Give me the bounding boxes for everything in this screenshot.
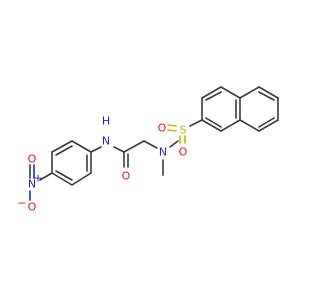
bond [189, 119, 203, 127]
bond [39, 172, 53, 181]
bond [143, 140, 158, 149]
bond [51, 172, 73, 186]
bond-inner [258, 91, 275, 101]
background [0, 0, 300, 300]
bond [239, 119, 260, 132]
bond [258, 86, 279, 99]
bond [167, 129, 177, 132]
sulfur-label: S [180, 124, 187, 137]
bond [71, 172, 92, 186]
nitro-oxygen-top-label: O [28, 153, 37, 166]
bond-inner [55, 170, 73, 181]
nitro-minus-charge: − [17, 197, 26, 210]
structure-canvas: N + O O − H N O N S O O [0, 0, 300, 300]
bond [220, 119, 241, 132]
nitro-plus-charge: + [33, 172, 42, 185]
bond [123, 140, 145, 153]
bond-inner [258, 117, 275, 128]
bond-inner [205, 117, 222, 128]
bond [113, 146, 125, 153]
sulfonyl-oxygen-left-label: O [158, 122, 167, 135]
atom-labels: N + O O − H N O N S O O [17, 115, 187, 214]
bonds [29, 86, 279, 201]
bond [258, 119, 279, 132]
sulfonamide-nitrogen-label: N [159, 146, 167, 159]
amide-nitrogen-label: N [102, 135, 110, 148]
bond [51, 140, 73, 153]
bond [220, 86, 241, 99]
nitro-nitrogen-label: N [28, 178, 36, 191]
bond-inner [55, 145, 73, 156]
bond [90, 146, 102, 153]
bond [169, 140, 179, 148]
bond [71, 140, 92, 153]
bond [201, 86, 222, 99]
nitro-oxygen-bottom-label: O [28, 201, 37, 214]
bond [201, 119, 222, 132]
amide-hydrogen-label: H [102, 115, 110, 128]
carbonyl-oxygen-label: O [122, 170, 131, 183]
bond [239, 86, 260, 99]
bond-inner [205, 91, 222, 101]
sulfonyl-oxygen-bottom-label: O [179, 146, 188, 159]
bond [167, 124, 177, 127]
molecule-diagram: N + O O − H N O N S O O [0, 0, 300, 300]
